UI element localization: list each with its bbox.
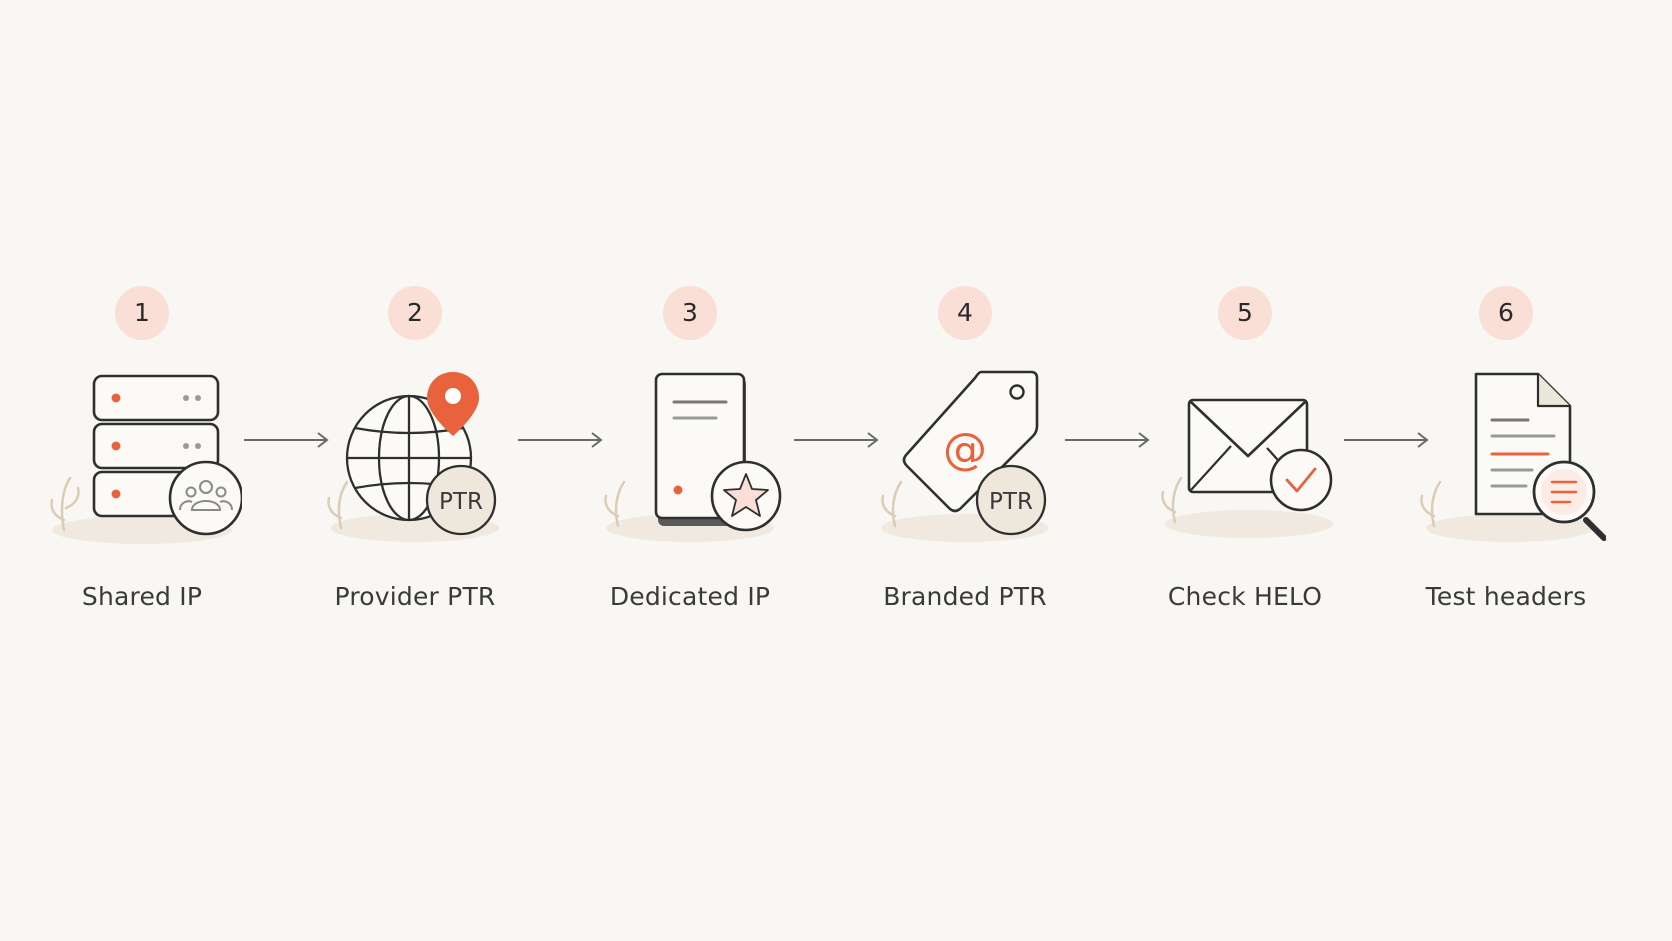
envelope-check-icon: [1161, 398, 1333, 538]
step-label: Shared IP: [81, 582, 203, 611]
step-number-badge: 3: [663, 286, 717, 340]
step-label: Branded PTR: [883, 582, 1047, 611]
step-label: Provider PTR: [334, 582, 496, 611]
step-5: 5 Check HELO: [1125, 280, 1365, 630]
arrow-right-icon: [794, 432, 879, 448]
step-label: Test headers: [1425, 582, 1587, 611]
step-1: 1: [22, 280, 262, 630]
step-6: 6 Test headers: [1386, 280, 1626, 630]
step-number-badge: 5: [1218, 286, 1272, 340]
svg-text:@: @: [943, 424, 987, 475]
ptr-badge-text: PTR: [439, 489, 483, 515]
arrow-right-icon: [1065, 432, 1150, 448]
step-label: Dedicated IP: [609, 582, 771, 611]
step-2: 2 PTR Provider PTR: [295, 280, 535, 630]
step-number-badge: 4: [938, 286, 992, 340]
at-tag-icon: @ PTR: [881, 370, 1049, 542]
step-number-badge: 2: [388, 286, 442, 340]
document-search-icon: [1420, 372, 1606, 542]
step-label: Check HELO: [1167, 582, 1323, 611]
shared-server-icon: [50, 374, 242, 544]
arrow-right-icon: [1344, 432, 1429, 448]
globe-pin-icon: PTR: [327, 372, 499, 542]
arrow-right-icon: [244, 432, 329, 448]
step-3: 3 Dedicated IP: [570, 280, 810, 630]
dedicated-server-icon: [604, 372, 782, 542]
step-4: 4 @ PTR Branded PTR: [845, 280, 1085, 630]
ptr-badge-text: PTR: [989, 489, 1033, 515]
step-number-badge: 6: [1479, 286, 1533, 340]
step-number-badge: 1: [115, 286, 169, 340]
arrow-right-icon: [518, 432, 603, 448]
